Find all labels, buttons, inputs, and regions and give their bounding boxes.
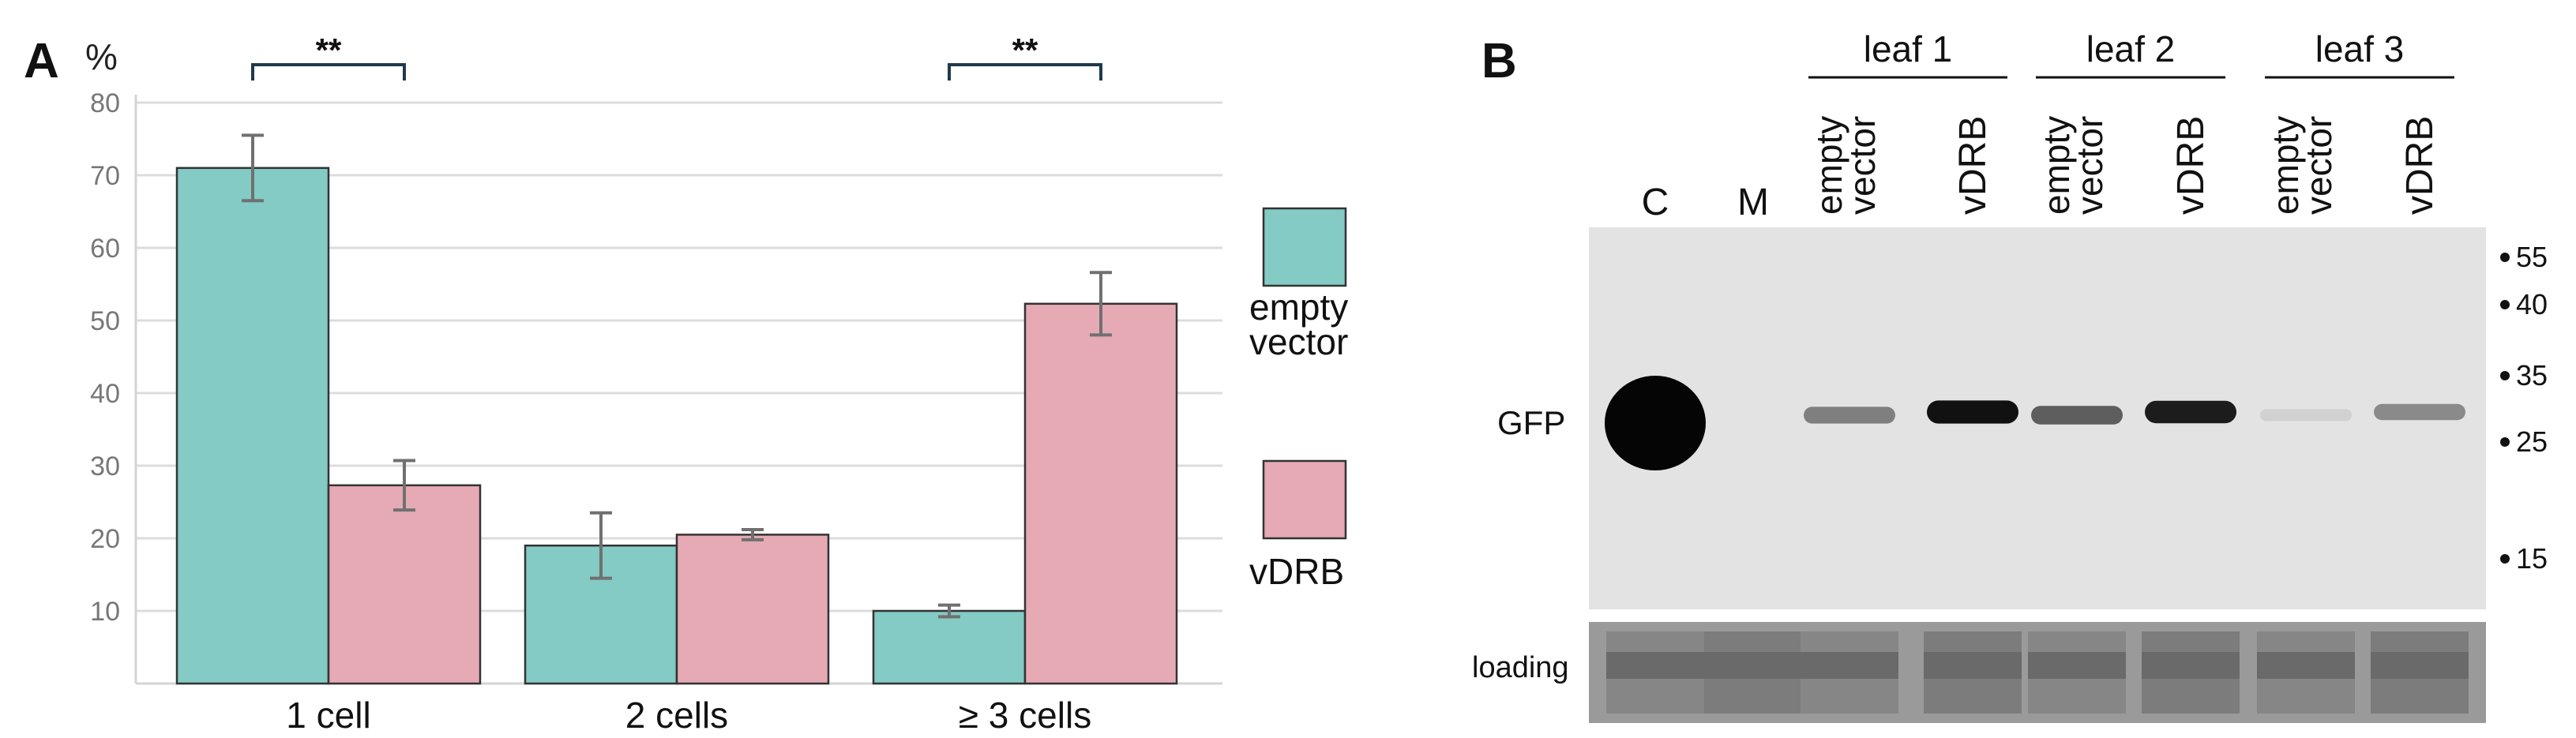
gfp-band <box>2260 409 2352 421</box>
lane-label: M <box>1737 182 1769 223</box>
loading-band <box>1801 652 1898 679</box>
significance-bracket <box>948 63 1102 81</box>
y-tick-label: 10 <box>90 597 120 627</box>
y-tick-label: 50 <box>90 306 120 336</box>
marker-label: 55 <box>2516 241 2548 273</box>
lane-label-text: vDRB <box>2399 116 2441 215</box>
x-tick-label: 1 cell <box>286 695 370 736</box>
y-tick-label: 30 <box>90 451 120 481</box>
gfp-bands <box>1605 376 2465 470</box>
legend-label: empty <box>1249 287 1348 328</box>
y-tick-labels: 10 20 30 40 50 60 70 80 <box>90 88 120 627</box>
leaf-group-label: leaf 2 <box>2086 28 2176 69</box>
legend-label: vector <box>1249 321 1348 362</box>
significance-brackets: ** ** <box>251 32 1102 81</box>
y-tick-label: 60 <box>90 234 120 264</box>
bar <box>175 167 330 685</box>
gfp-band <box>1804 406 1895 424</box>
significance-label: ** <box>316 32 342 69</box>
lane-label-line: vector <box>2069 116 2110 215</box>
bar <box>327 484 482 685</box>
error-bars <box>242 133 1112 619</box>
bar <box>1023 302 1178 685</box>
bar <box>675 534 830 685</box>
lane-label: vDRB <box>1952 116 1994 215</box>
marker-dot <box>2500 253 2510 262</box>
bar <box>872 609 1027 685</box>
loading-band <box>2371 652 2469 679</box>
marker-label: 35 <box>2516 359 2548 391</box>
panel-a-bar-chart: A % 10 20 30 40 50 60 70 80 1 cell 2 cells ≥ 3 ce… <box>24 32 1348 736</box>
leaf-group-label: leaf 3 <box>2315 28 2405 69</box>
panel-b-label: B <box>1481 34 1517 88</box>
leaf-group-headers: leaf 1 leaf 2 leaf 3 <box>1808 28 2454 79</box>
legend-swatch <box>1262 459 1347 540</box>
lane-label: vDRB <box>2399 116 2441 215</box>
lane-label-line: vector <box>2298 116 2339 215</box>
x-tick-label: 2 cells <box>625 695 728 736</box>
leaf-group-label: leaf 1 <box>1864 28 1953 69</box>
lane-label-line: empty <box>2036 116 2077 215</box>
marker-label: 25 <box>2516 425 2548 458</box>
gfp-band <box>2031 406 2123 425</box>
marker-dot <box>2500 300 2510 309</box>
lane-label-line: vector <box>1842 116 1883 215</box>
bars <box>175 167 1178 685</box>
x-tick-labels: 1 cell 2 cells ≥ 3 cells <box>286 695 1091 736</box>
legend-label: vDRB <box>1249 551 1344 592</box>
panel-a-label: A <box>24 34 59 88</box>
y-tick-label: 80 <box>90 88 120 118</box>
gfp-band <box>1605 376 1706 470</box>
loading-band <box>2142 652 2240 679</box>
marker-label: 40 <box>2516 288 2548 320</box>
lane-label-text: vDRB <box>2170 116 2212 215</box>
loading-band <box>2257 652 2355 679</box>
significance-bracket <box>251 63 406 81</box>
lane-label-text: vDRB <box>1952 116 1994 215</box>
loading-lane-texture <box>1606 631 2469 714</box>
x-tick-label: ≥ 3 cells <box>959 695 1091 736</box>
marker-dot <box>2500 437 2510 447</box>
marker-dot <box>2500 554 2510 564</box>
y-tick-label: 70 <box>90 161 120 191</box>
molecular-weight-markers: 55 40 35 25 15 <box>2500 241 2548 575</box>
legend-swatch <box>1262 207 1347 287</box>
marker-dot <box>2500 371 2510 380</box>
y-tick-label: 20 <box>90 524 120 554</box>
gfp-band <box>2145 400 2236 424</box>
loading-band <box>1704 652 1802 679</box>
significance-label: ** <box>1012 32 1038 69</box>
loading-band <box>1606 652 1704 679</box>
loading-row-label: loading <box>1472 651 1569 684</box>
y-tick-label: 40 <box>90 379 120 409</box>
lane-label-line: empty <box>2265 116 2306 215</box>
y-unit-label: % <box>85 36 118 77</box>
gfp-band <box>2374 403 2465 421</box>
marker-label: 15 <box>2516 542 2548 575</box>
loading-band <box>1924 652 2022 679</box>
gfp-band <box>1927 400 2018 424</box>
gfp-row-label: GFP <box>1497 404 1565 441</box>
lane-label: C <box>1642 182 1669 223</box>
lane-label-line: empty <box>1808 116 1849 215</box>
loading-band <box>2028 652 2126 679</box>
lane-label: vDRB <box>2170 116 2212 215</box>
